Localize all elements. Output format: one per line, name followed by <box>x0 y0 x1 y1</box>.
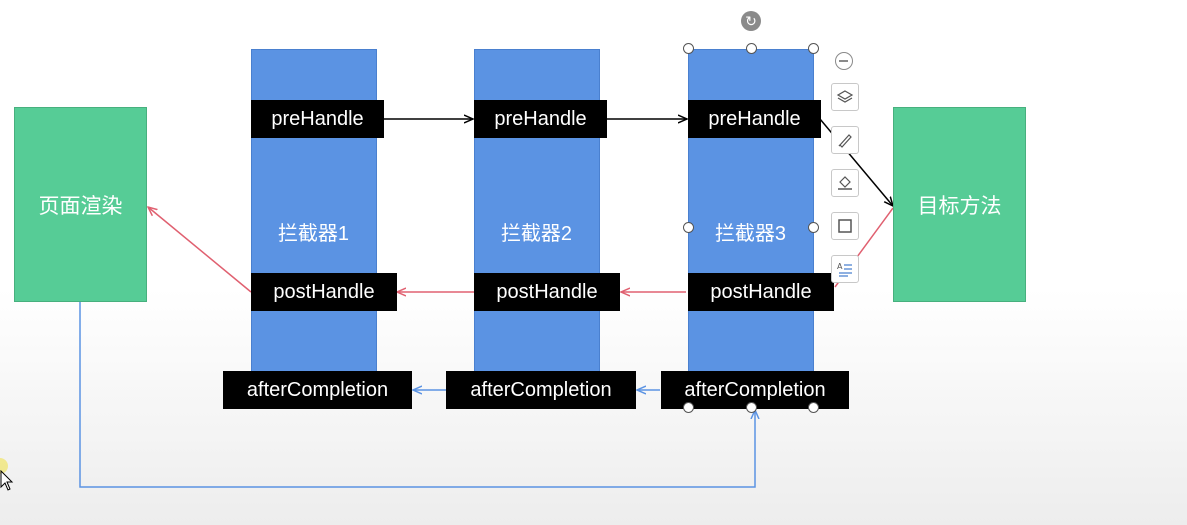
rotate-handle-icon[interactable]: ↻ <box>741 11 761 31</box>
render-to-aftercompletion-3-arrow <box>79 302 755 488</box>
prehandle-1: preHandle <box>251 100 384 138</box>
mouse-cursor-icon <box>0 470 14 491</box>
resize-handle-top-right[interactable] <box>808 43 819 54</box>
aftercompletion-1: afterCompletion <box>223 371 412 409</box>
interceptor-1-label: 拦截器1 <box>277 223 350 245</box>
posthandle-3: postHandle <box>688 273 834 311</box>
prehandle-3: preHandle <box>688 100 821 138</box>
border-icon[interactable] <box>831 212 859 240</box>
svg-text:A: A <box>837 262 843 271</box>
resize-handle-middle-left[interactable] <box>683 222 694 233</box>
interceptor-2-label: 拦截器2 <box>500 223 573 245</box>
posthandle-2: postHandle <box>474 273 620 311</box>
resize-handle-bottom-left[interactable] <box>683 402 694 413</box>
target-method-node: 目标方法 <box>893 107 1026 302</box>
pen-icon[interactable] <box>831 126 859 154</box>
resize-handle-bottom-center[interactable] <box>746 402 757 413</box>
collapse-icon[interactable] <box>835 52 853 70</box>
interceptor-3-label: 拦截器3 <box>714 223 787 245</box>
text-format-icon[interactable]: A <box>831 255 859 283</box>
posthandle-1: postHandle <box>251 273 397 311</box>
render-node: 页面渲染 <box>14 107 147 302</box>
resize-handle-top-center[interactable] <box>746 43 757 54</box>
target-method-label: 目标方法 <box>917 194 1002 218</box>
render-label: 页面渲染 <box>38 194 123 218</box>
prehandle-2: preHandle <box>474 100 607 138</box>
resize-handle-bottom-right[interactable] <box>808 402 819 413</box>
aftercompletion-2: afterCompletion <box>446 371 636 409</box>
layers-icon[interactable] <box>831 83 859 111</box>
posthandle-arrow-1-render <box>148 207 252 293</box>
fill-icon[interactable] <box>831 169 859 197</box>
resize-handle-top-left[interactable] <box>683 43 694 54</box>
resize-handle-middle-right[interactable] <box>808 222 819 233</box>
cursor-highlight <box>0 458 8 474</box>
